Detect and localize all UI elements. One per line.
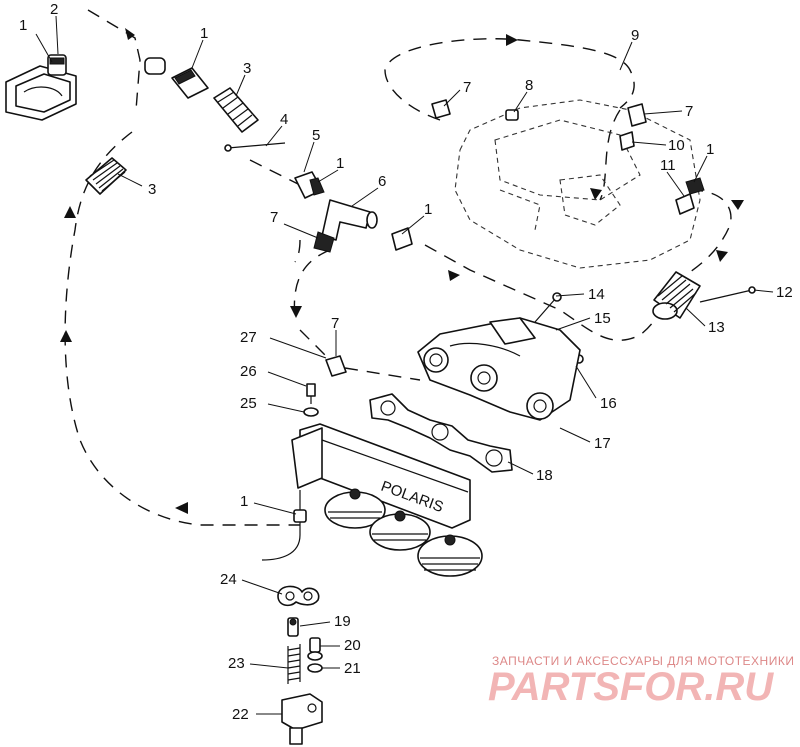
cable-tie-12 bbox=[699, 289, 753, 303]
callout-9: 9 bbox=[631, 27, 639, 44]
bolt-20 bbox=[307, 637, 323, 661]
callout-17: 17 bbox=[594, 435, 611, 452]
callout-24: 24 bbox=[220, 571, 237, 588]
fitting-19 bbox=[287, 617, 299, 637]
callout-5: 5 bbox=[312, 127, 320, 144]
hose-routing bbox=[64, 9, 732, 526]
callout-10: 10 bbox=[668, 137, 685, 154]
callout-7-lower: 7 bbox=[331, 315, 339, 332]
callout-20: 20 bbox=[344, 637, 361, 654]
bolt-26 bbox=[306, 383, 316, 404]
washer-25 bbox=[303, 407, 319, 417]
carburetor-ghost bbox=[454, 99, 701, 269]
lower-hose bbox=[261, 490, 307, 561]
callout-27: 27 bbox=[240, 329, 257, 346]
callout-13: 13 bbox=[708, 319, 725, 336]
corrugated-hose-left bbox=[85, 157, 127, 195]
cylinder-head: POLARIS bbox=[291, 423, 483, 577]
watermark-logo: PARTSFOR.RU bbox=[488, 665, 774, 709]
callout-19: 19 bbox=[334, 613, 351, 630]
t-fitting bbox=[313, 199, 378, 253]
callout-26: 26 bbox=[240, 363, 257, 380]
leader-lines bbox=[35, 15, 774, 715]
callout-1-top-left: 1 bbox=[19, 17, 27, 34]
watermark: ЗАПЧАСТИ И АКСЕССУАРЫ ДЛЯ МОТОТЕХНИКИ PA… bbox=[488, 654, 794, 709]
callout-7-top: 7 bbox=[463, 79, 471, 96]
callout-1-top: 1 bbox=[200, 25, 208, 42]
callout-labels: 1 2 1 3 4 5 1 3 6 1 7 7 8 9 7 10 11 1 14… bbox=[19, 1, 793, 723]
connector-5 bbox=[294, 171, 325, 199]
callout-22: 22 bbox=[232, 706, 249, 723]
callout-1-lower: 1 bbox=[240, 493, 248, 510]
fittings-top-right bbox=[431, 99, 705, 215]
callout-21: 21 bbox=[344, 660, 361, 677]
callout-11: 11 bbox=[660, 157, 676, 174]
valve-housing-22 bbox=[281, 693, 323, 745]
callout-25: 25 bbox=[240, 395, 257, 412]
callout-1-right: 1 bbox=[706, 141, 714, 158]
callout-8: 8 bbox=[525, 77, 533, 94]
callout-3-top: 3 bbox=[243, 60, 251, 77]
callout-7-right: 7 bbox=[685, 103, 693, 120]
flow-arrows bbox=[60, 28, 744, 514]
washer-21 bbox=[307, 663, 323, 673]
watermark-tagline: ЗАПЧАСТИ И АКСЕССУАРЫ ДЛЯ МОТОТЕХНИКИ bbox=[492, 654, 794, 668]
callout-12: 12 bbox=[776, 284, 793, 301]
spring-23 bbox=[287, 644, 301, 684]
callout-6: 6 bbox=[378, 173, 386, 190]
manifold-gasket bbox=[369, 393, 513, 473]
gasket-24 bbox=[277, 585, 320, 607]
outlet-elbow-assembly bbox=[5, 54, 77, 121]
exhaust-manifold bbox=[417, 317, 581, 421]
callout-16: 16 bbox=[600, 395, 617, 412]
elbow-27 bbox=[325, 355, 347, 377]
callout-14: 14 bbox=[588, 286, 605, 303]
cable-tie bbox=[224, 142, 286, 152]
callout-15: 15 bbox=[594, 310, 611, 327]
callout-18: 18 bbox=[536, 467, 553, 484]
callout-1-mid: 1 bbox=[336, 155, 344, 172]
callout-4: 4 bbox=[280, 111, 288, 128]
callout-2: 2 bbox=[50, 1, 58, 18]
callout-3-left: 3 bbox=[148, 181, 156, 198]
corrugated-hose-13 bbox=[652, 271, 701, 320]
top-hose-parts bbox=[144, 57, 259, 133]
callout-7-left: 7 bbox=[270, 209, 278, 226]
callout-23: 23 bbox=[228, 655, 245, 672]
callout-1-right-of-6: 1 bbox=[424, 201, 432, 218]
clamp-near-t bbox=[391, 227, 413, 251]
